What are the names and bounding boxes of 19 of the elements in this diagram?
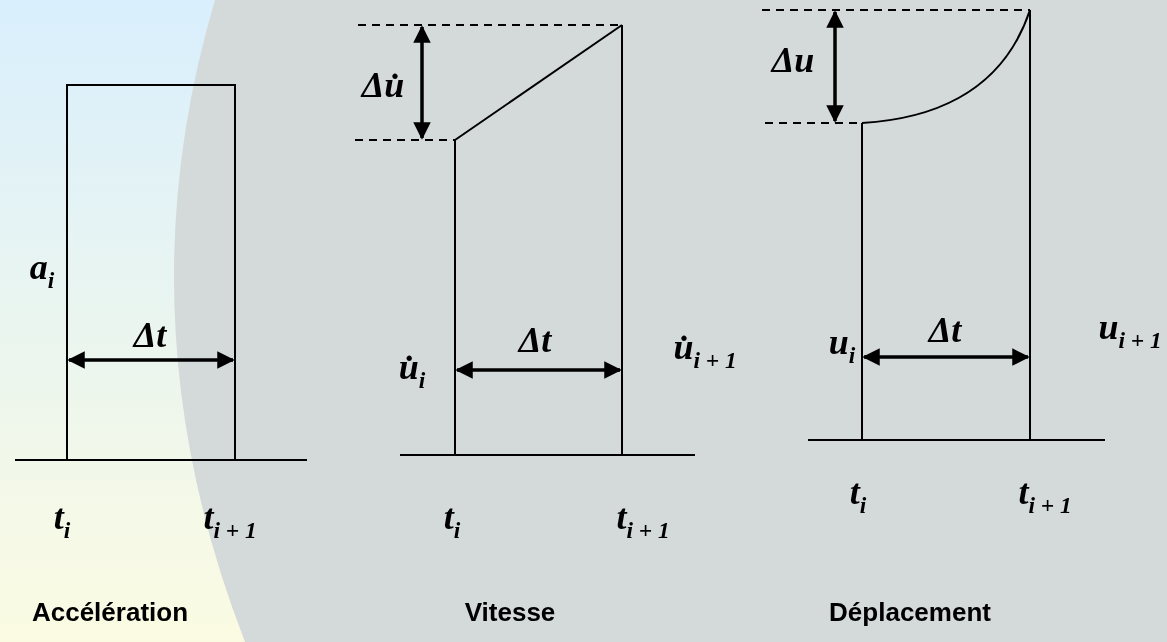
panel-title: Accélération (31, 596, 189, 628)
displacement-increment-label: Δu (771, 39, 815, 81)
panel-title: Déplacement (829, 596, 991, 628)
time-label: t$_{i + 1}$ (616, 496, 670, 544)
time-step-label: Δt (518, 319, 552, 361)
velocity-label: u̇$_{i + 1}$ (673, 326, 737, 374)
time-label: t$_{i}$ (443, 496, 461, 544)
time-label: t$_{i}$ (53, 496, 71, 544)
displacement-label: u$_{i}$ (828, 321, 856, 369)
displacement-label: u$_{i + 1}$ (1098, 306, 1162, 354)
acceleration-label: a$_{i}$ (29, 246, 55, 294)
time-step-label: Δt (928, 309, 962, 351)
time-label: t$_{i + 1}$ (203, 496, 257, 544)
time-step-label: Δt (133, 314, 167, 356)
time-label: t$_{i}$ (849, 471, 867, 519)
time-label: t$_{i + 1}$ (1018, 471, 1072, 519)
velocity-label: u̇$_{i}$ (398, 346, 426, 394)
panel-title: Vitesse (464, 596, 556, 628)
velocity-increment-label: Δu̇ (361, 64, 405, 106)
